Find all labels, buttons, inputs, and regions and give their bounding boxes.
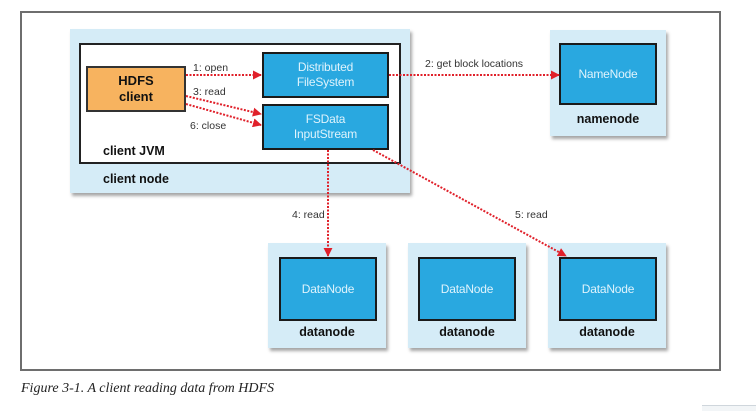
edge-label-close: 6: close <box>190 120 227 132</box>
datanode-label-2: datanode <box>439 325 495 339</box>
namenode-box: NameNode <box>559 43 657 105</box>
datanode-box-3: DataNode <box>559 257 657 321</box>
distributed-filesystem-box: Distributed FileSystem <box>262 52 389 98</box>
fsdata-inputstream-box: FSData InputStream <box>262 104 389 150</box>
figure-caption: Figure 3-1. A client reading data from H… <box>21 381 275 396</box>
client-node-label: client node <box>103 172 169 186</box>
edge-label-read-4: 4: read <box>292 209 325 221</box>
datanode-box-2: DataNode <box>418 257 516 321</box>
datanode-label-3: datanode <box>579 325 635 339</box>
client-jvm-label: client JVM <box>103 144 165 158</box>
edge-label-read-3: 3: read <box>193 86 226 98</box>
corner-strip <box>702 405 756 411</box>
hdfs-client-box: HDFS client <box>86 66 186 112</box>
edge-label-get-block-locations: 2: get block locations <box>425 58 524 70</box>
edge-label-read-5: 5: read <box>515 209 548 221</box>
datanode-label-1: datanode <box>299 325 355 339</box>
edge-label-open: 1: open <box>193 62 229 74</box>
datanode-box-1: DataNode <box>279 257 377 321</box>
namenode-label: namenode <box>576 112 640 126</box>
